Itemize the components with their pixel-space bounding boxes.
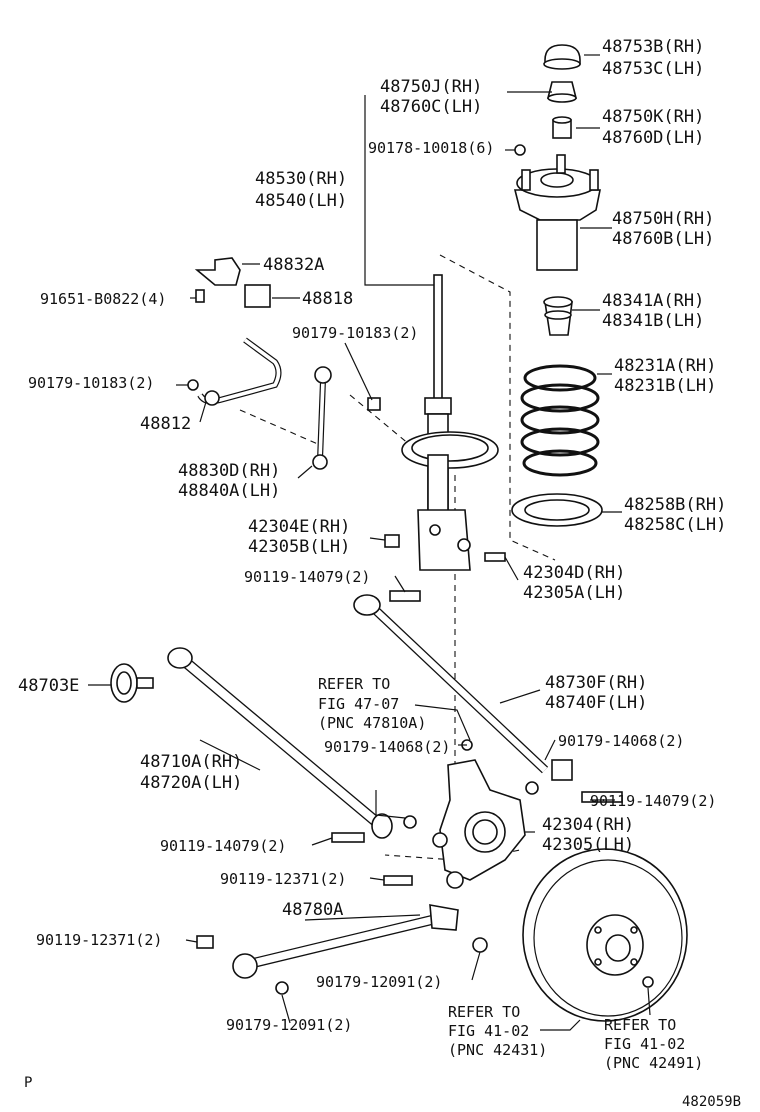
label-48780: 48780A xyxy=(282,900,343,920)
label-48812: 48812 xyxy=(140,414,191,434)
label-90119-14079-lower: 90119-14079(2) xyxy=(160,837,286,855)
part-labels: 48753B(RH) 48753C(LH) 48750J(RH) 48760C(… xyxy=(18,37,741,1110)
label-48818: 48818 xyxy=(302,289,353,309)
label-90119-12371-upper: 90119-12371(2) xyxy=(220,870,346,888)
label-48730-lh: 48740F(LH) xyxy=(545,693,647,713)
label-48750j-lh: 48760C(LH) xyxy=(380,97,482,117)
label-90119-14079-upper: 90119-14079(2) xyxy=(244,568,370,586)
label-refer3-line2: FIG 41-02 xyxy=(604,1035,685,1053)
strut-mount xyxy=(513,154,601,271)
dashed-guides xyxy=(239,254,556,861)
strut-rod-arm xyxy=(353,594,549,774)
label-42304e-rh: 42304E(RH) xyxy=(248,517,350,537)
label-48231-lh: 48231B(LH) xyxy=(614,376,716,396)
brake-disc xyxy=(522,848,688,1022)
label-48750h-lh: 48760B(LH) xyxy=(612,229,714,249)
label-48710-lh: 48720A(LH) xyxy=(140,773,242,793)
spring-insulator xyxy=(511,493,603,527)
label-42304-rh: 42304(RH) xyxy=(542,815,634,835)
label-refer1-line3: (PNC 47810A) xyxy=(318,714,426,732)
upper-arm xyxy=(167,647,393,839)
upper-retainer xyxy=(552,116,572,139)
label-48730-rh: 48730F(RH) xyxy=(545,673,647,693)
label-48258-lh: 48258C(LH) xyxy=(624,515,726,535)
figure-id: 482059B xyxy=(682,1094,741,1110)
label-48530-rh: 48530(RH) xyxy=(255,169,347,189)
label-48753-lh: 48753C(LH) xyxy=(602,59,704,79)
label-refer3-line3: (PNC 42491) xyxy=(604,1054,703,1072)
label-48341-rh: 48341A(RH) xyxy=(602,291,704,311)
label-48830-rh: 48830D(RH) xyxy=(178,461,280,481)
label-90178: 90178-10018(6) xyxy=(368,139,494,157)
label-48750k-lh: 48760D(LH) xyxy=(602,128,704,148)
label-48753-rh: 48753B(RH) xyxy=(602,37,704,57)
stabilizer-link xyxy=(312,366,332,470)
fasteners xyxy=(187,144,654,995)
bushing-48703 xyxy=(110,663,154,703)
label-refer3-line1: REFER TO xyxy=(604,1016,676,1034)
label-90179-14068-left: 90179-14068(2) xyxy=(324,738,450,756)
label-42304d-lh: 42305A(LH) xyxy=(523,583,625,603)
label-48750j-rh: 48750J(RH) xyxy=(380,77,482,97)
label-48832: 48832A xyxy=(263,255,324,275)
label-refer2-line3: (PNC 42431) xyxy=(448,1041,547,1059)
label-48830-lh: 48840A(LH) xyxy=(178,481,280,501)
label-42304-lh: 42305(LH) xyxy=(542,835,634,855)
label-refer1-line2: FIG 47-07 xyxy=(318,695,399,713)
label-90179-14068-right: 90179-14068(2) xyxy=(558,732,684,750)
label-42304d-rh: 42304D(RH) xyxy=(523,563,625,583)
dust-cap xyxy=(543,44,581,70)
coil-spring xyxy=(520,364,600,477)
label-48258-rh: 48258B(RH) xyxy=(624,495,726,515)
label-refer2-line1: REFER TO xyxy=(448,1003,520,1021)
stabilizer-bar xyxy=(197,337,282,406)
label-90179-10183-upper: 90179-10183(2) xyxy=(292,324,418,342)
label-refer1-line1: REFER TO xyxy=(318,675,390,693)
label-48231-rh: 48231A(RH) xyxy=(614,356,716,376)
shock-absorber xyxy=(401,274,499,571)
leader-lines xyxy=(88,54,651,1031)
stabilizer-bracket xyxy=(194,257,271,308)
label-48750h-rh: 48750H(RH) xyxy=(612,209,714,229)
label-90179-12091-lower: 90179-12091(2) xyxy=(226,1016,352,1034)
label-48710-rh: 48710A(RH) xyxy=(140,752,242,772)
label-48530-lh: 48540(LH) xyxy=(255,191,347,211)
top-nut xyxy=(546,81,578,103)
label-48750k-rh: 48750K(RH) xyxy=(602,107,704,127)
label-42304e-lh: 42305B(LH) xyxy=(248,537,350,557)
lower-arm xyxy=(232,904,459,979)
steering-knuckle xyxy=(432,759,526,889)
label-refer2-line2: FIG 41-02 xyxy=(448,1022,529,1040)
bump-stopper xyxy=(543,296,573,336)
label-90179-10183-left: 90179-10183(2) xyxy=(28,374,154,392)
label-48341-lh: 48341B(LH) xyxy=(602,311,704,331)
corner-letter: P xyxy=(24,1075,32,1091)
label-91651: 91651-B0822(4) xyxy=(40,290,166,308)
label-90119-14079-right: 90119-14079(2) xyxy=(590,792,716,810)
label-90179-12091-right: 90179-12091(2) xyxy=(316,973,442,991)
label-48703: 48703E xyxy=(18,676,79,696)
label-90119-12371-lower: 90119-12371(2) xyxy=(36,931,162,949)
